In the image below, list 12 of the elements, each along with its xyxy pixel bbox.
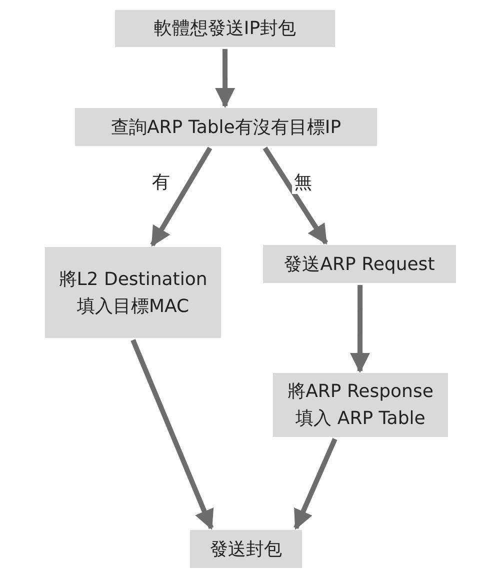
process-box: 發送封包 xyxy=(190,530,302,568)
process-box: 查詢ARP Table有沒有目標IP xyxy=(75,108,377,146)
process-box: 將ARP Response 填入 ARP Table xyxy=(273,373,448,437)
arrow xyxy=(294,438,338,530)
process-box: 軟體想發送IP封包 xyxy=(115,10,335,47)
arrow xyxy=(150,146,212,247)
arrow xyxy=(130,339,214,530)
arrow xyxy=(350,285,370,373)
process-box: 將L2 Destination 填入目標MAC xyxy=(45,247,221,338)
arrow xyxy=(215,49,236,108)
process-box: 發送ARP Request xyxy=(263,245,456,283)
arrow xyxy=(262,146,328,245)
